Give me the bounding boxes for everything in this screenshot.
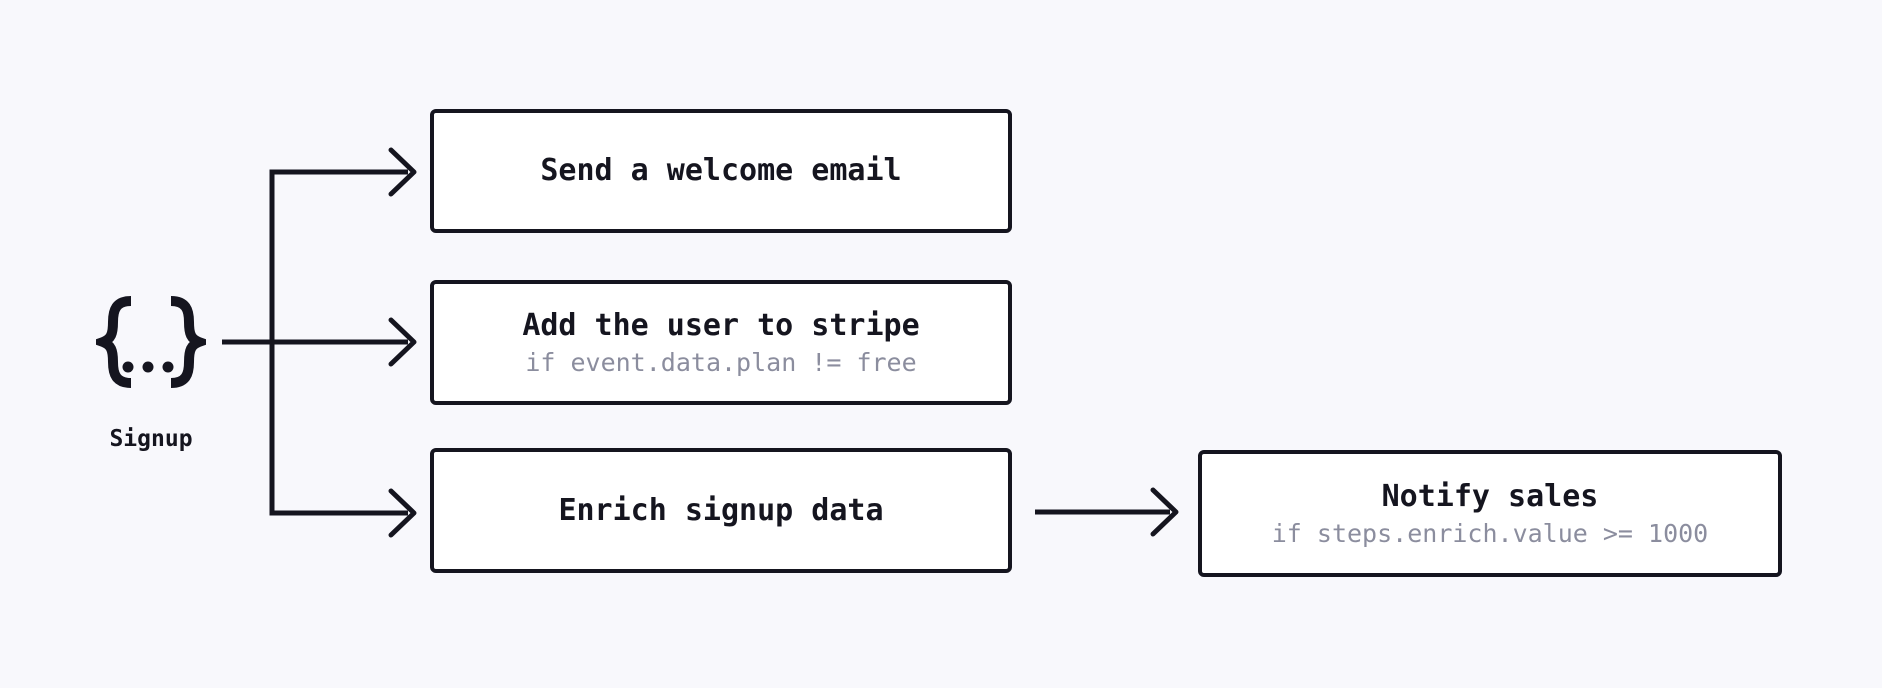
curly-braces-event-icon (96, 296, 206, 388)
node-enrich-signup-data: Enrich signup data (430, 448, 1012, 573)
node-condition: if event.data.plan != free (525, 348, 917, 377)
arrowhead-stripe (388, 317, 417, 367)
arrowhead-welcome (388, 147, 417, 197)
node-notify-sales: Notify sales if steps.enrich.value >= 10… (1198, 450, 1782, 577)
right-brace (170, 296, 206, 388)
node-title: Notify sales (1381, 479, 1599, 514)
node-title: Enrich signup data (558, 492, 884, 528)
node-add-user-to-stripe: Add the user to stripe if event.data.pla… (430, 280, 1012, 405)
node-title: Send a welcome email (540, 153, 902, 188)
dot (122, 361, 134, 373)
node-title: Add the user to stripe (522, 308, 920, 343)
node-send-welcome-email: Send a welcome email (430, 109, 1012, 233)
arrowhead-notify (1150, 487, 1179, 537)
dot (142, 361, 154, 373)
node-condition: if steps.enrich.value >= 1000 (1271, 519, 1709, 548)
left-brace (96, 296, 132, 388)
arrowhead-enrich (388, 488, 417, 538)
dot (162, 361, 174, 373)
event-label: Signup (109, 426, 193, 452)
edge-signup-branches (269, 169, 408, 516)
